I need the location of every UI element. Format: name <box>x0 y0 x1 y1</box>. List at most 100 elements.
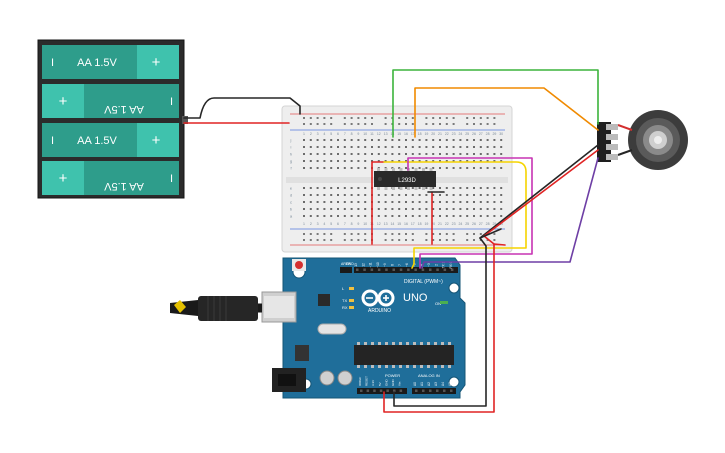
breadboard-column-label: 27 <box>479 222 483 226</box>
breadboard-column-label: 2 <box>310 132 312 136</box>
wire-motor-black[interactable] <box>393 144 599 407</box>
wire-purple[interactable] <box>421 157 599 269</box>
breadboard-column-label: 11 <box>370 132 374 136</box>
arduino-board[interactable]: ARDUINO UNO DIGITAL (PWM~) ON L TX RX AR… <box>170 257 466 399</box>
breadboard-column-label: 5 <box>330 132 332 136</box>
wire-breadboard-black[interactable] <box>479 228 502 239</box>
breadboard-column-label: 23 <box>452 222 456 226</box>
breadboard-column-label: 18 <box>418 132 422 136</box>
plus-terminal-icon: + <box>152 132 161 149</box>
usb-cable[interactable] <box>198 296 258 321</box>
breadboard-column-label: 6 <box>337 222 339 226</box>
breadboard-column-label: 8 <box>351 132 353 136</box>
gnd-label: GND <box>346 262 354 266</box>
breadboard-column-label: 5 <box>330 222 332 226</box>
breadboard-column-label: 9 <box>357 132 359 136</box>
battery-cell-4: + AA 1.5V I <box>42 161 179 195</box>
reset-button[interactable] <box>295 261 303 269</box>
breadboard-row-label: h <box>290 152 292 157</box>
digital-pin-label: 12 <box>361 263 365 267</box>
breadboard-column-label: 26 <box>472 222 476 226</box>
breadboard-column-label: 10 <box>363 132 367 136</box>
power-pin-label: RESET <box>365 376 369 386</box>
wire-yellow[interactable] <box>383 161 527 269</box>
digital-pin-label: 13 <box>354 263 358 267</box>
breadboard-column-label: 9 <box>357 222 359 226</box>
breadboard-column-label: 20 <box>431 222 435 226</box>
wire-orange[interactable] <box>414 87 599 138</box>
digital-pin-header[interactable] <box>354 267 458 273</box>
wire-magenta[interactable] <box>407 157 533 269</box>
digital-pin-label: ~11 <box>369 262 373 267</box>
digital-pin-label: 7 <box>398 264 402 266</box>
arduino-brand: ARDUINO <box>368 308 391 314</box>
power-pin-label: 3.3V <box>371 380 375 386</box>
breadboard-column-label: 29 <box>492 132 496 136</box>
breadboard-row-label: i <box>291 145 292 150</box>
battery-cell-1: I AA 1.5V + <box>42 45 179 79</box>
breadboard-column-label: 26 <box>472 132 476 136</box>
breadboard-column-labels: 1122334455667788991010111112121313141415… <box>303 132 503 226</box>
power-pin-label: 5V <box>378 382 382 386</box>
breadboard-column-label: 8 <box>351 222 353 226</box>
battery-cell-label: AA 1.5V <box>103 180 143 192</box>
breadboard-column-label: 21 <box>438 132 442 136</box>
breadboard-column-label: 3 <box>317 222 319 226</box>
digital-pin-label: 8 <box>391 264 395 266</box>
dc-motor[interactable] <box>617 110 688 170</box>
minus-terminal-icon: I <box>170 96 173 108</box>
digital-pin-label: TX 1 <box>442 261 446 268</box>
breadboard-column-label: 17 <box>411 132 415 136</box>
battery-cell-label: AA 1.5V <box>77 57 117 69</box>
breadboard-column-label: 22 <box>445 222 449 226</box>
breadboard-column-label: 22 <box>445 132 449 136</box>
breadboard-row-label: b <box>290 207 293 212</box>
on-label: ON <box>435 301 441 306</box>
breadboard-column-label: 4 <box>323 132 325 136</box>
breadboard-column-label: 7 <box>344 222 346 226</box>
analog-header-label: ANALOG IN <box>418 373 440 378</box>
wire-red-left[interactable] <box>371 161 385 245</box>
breadboard-row-label: j <box>290 138 292 143</box>
digital-pin-label: RX 0 <box>449 261 453 268</box>
rx-led-label: RX <box>342 305 348 310</box>
digital-pin-label: ~6 <box>405 263 409 267</box>
analog-pin-label: A1 <box>420 382 424 386</box>
breadboard-column-label: 21 <box>438 222 442 226</box>
wire-breadboard-red[interactable] <box>493 243 506 246</box>
analog-pin-label: A4 <box>441 382 445 386</box>
breadboard-column-label: 13 <box>384 132 388 136</box>
breadboard-column-label: 18 <box>418 222 422 226</box>
wire-green[interactable] <box>392 69 599 138</box>
breadboard-column-label: 24 <box>458 132 462 136</box>
battery-pack[interactable]: I AA 1.5V + + AA 1.5V I I AA 1.5V + + AA… <box>37 39 188 199</box>
breadboard-column-label: 29 <box>492 222 496 226</box>
power-pin-label: GND <box>384 379 388 387</box>
aref-label: AREF <box>341 262 350 266</box>
digital-pin-label: ~3 <box>427 263 431 267</box>
breadboard-row-label: f <box>290 166 292 171</box>
motor-driver-chip[interactable]: L293D <box>374 168 436 190</box>
arduino-model: UNO <box>403 292 428 304</box>
wire-battery-black[interactable] <box>183 97 301 119</box>
breadboard-column-label: 28 <box>486 222 490 226</box>
wires <box>183 69 599 413</box>
wire-motor-red[interactable] <box>383 149 599 413</box>
breadboard-row-label: e <box>290 186 293 191</box>
l-led-label: L <box>342 286 345 291</box>
plus-terminal-icon: + <box>59 170 68 187</box>
power-pin-label: IOREF <box>358 377 362 386</box>
breadboard-column-label: 24 <box>458 222 462 226</box>
power-header-label: POWER <box>385 373 400 378</box>
analog-pin-label: A5 <box>448 382 452 386</box>
breadboard-row-label: c <box>290 200 292 205</box>
breadboard-row-label: d <box>290 193 292 198</box>
digital-pin-label: 2 <box>434 264 438 266</box>
motor-connector[interactable] <box>597 122 618 162</box>
breadboard-row-label: g <box>290 159 292 164</box>
minus-terminal-icon: I <box>170 173 173 185</box>
breadboard-column-label: 25 <box>465 222 469 226</box>
digital-header-label: DIGITAL (PWM~) <box>404 279 443 285</box>
analog-pin-header[interactable] <box>412 388 456 394</box>
